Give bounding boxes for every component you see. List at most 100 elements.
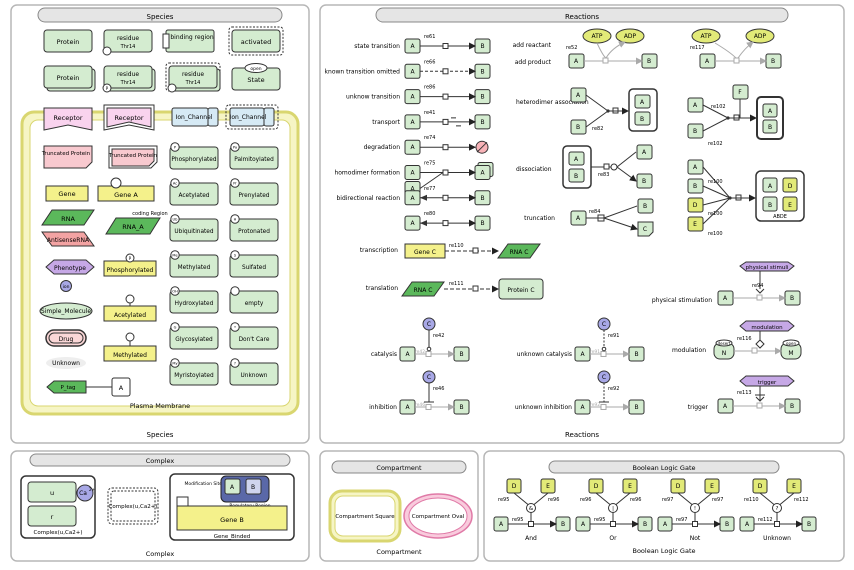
svg-text:re112: re112 [758, 517, 773, 523]
svg-text:Prenylated: Prenylated [238, 193, 269, 199]
modification-node[interactable] [169, 362, 219, 386]
svg-text:Gene C: Gene C [414, 249, 436, 256]
ion-node[interactable] [60, 280, 72, 292]
svg-text:A: A [574, 58, 579, 65]
ptag-target-label: A [119, 384, 124, 392]
dissoc-a[interactable] [636, 144, 653, 160]
trunc-b[interactable] [637, 198, 654, 214]
modification-node[interactable] [169, 290, 219, 314]
modification-site-icon [230, 322, 240, 332]
transcription-label: transcription [360, 247, 398, 254]
modulation-node[interactable] [739, 320, 795, 332]
svg-text:A: A [640, 99, 645, 106]
ptag-target-node[interactable] [111, 377, 131, 397]
atp-node-2[interactable] [691, 28, 721, 44]
modifier-reaction-label: unknown inhibition [515, 404, 572, 411]
svg-text:re84: re84 [589, 209, 600, 215]
residue-activated-node[interactable] [168, 65, 218, 89]
modification-node[interactable] [229, 254, 279, 278]
adp-node-1[interactable] [615, 28, 645, 44]
modification-grid: PPhosphorylatedPaPalmitoylatedAcAcetylat… [169, 142, 279, 386]
unknown-node[interactable] [46, 357, 86, 369]
modification-node[interactable] [169, 218, 219, 242]
gene-node[interactable] [45, 185, 89, 202]
atp-label-1: ATP [592, 33, 603, 40]
modification-site-icon [170, 322, 180, 332]
svg-text:B: B [574, 173, 578, 180]
trunc-c[interactable] [637, 221, 654, 237]
dissoc-b[interactable] [636, 173, 653, 189]
svg-text:re91: re91 [608, 333, 619, 339]
protein-node[interactable] [43, 29, 93, 53]
svg-text:Protonated: Protonated [238, 229, 270, 235]
svg-text:!: ! [694, 506, 696, 512]
reaction-label: homodimer formation [334, 170, 400, 177]
svg-text:Sulfated: Sulfated [242, 265, 266, 271]
protein-c-node[interactable] [498, 278, 544, 300]
svg-text:C: C [643, 226, 647, 233]
svg-text:A: A [580, 351, 585, 358]
svg-text:re117: re117 [690, 45, 705, 51]
rna-a-label: RNA_A [122, 223, 144, 231]
receptor-node[interactable] [43, 107, 93, 131]
rna-a-node[interactable] [105, 217, 161, 235]
trigger-node[interactable] [739, 375, 795, 387]
modifier-reaction-label: catalysis [371, 351, 397, 358]
svg-text:Palmitoylated: Palmitoylated [234, 157, 274, 163]
protein-multimer-node[interactable] [43, 65, 93, 89]
residue-node[interactable] [103, 29, 153, 53]
rna-node[interactable] [41, 209, 95, 226]
phenotype-node[interactable] [45, 259, 95, 275]
svg-text:D: D [512, 483, 517, 490]
svg-text:re96: re96 [580, 497, 591, 503]
truncated-label: Truncated Protein [41, 151, 91, 157]
physical-stimuli-node[interactable] [739, 261, 795, 272]
svg-text:re74: re74 [424, 135, 435, 141]
modification-node[interactable] [229, 326, 279, 350]
reaction-label: degradation [364, 144, 401, 151]
svg-text:B: B [634, 351, 638, 358]
simple-molecule-node[interactable] [39, 302, 93, 320]
drug-node[interactable] [45, 329, 87, 347]
svg-text:re100: re100 [708, 211, 723, 217]
rna-c-node-2[interactable] [401, 281, 445, 297]
svg-text:re92: re92 [608, 386, 619, 392]
svg-text:A: A [230, 484, 235, 491]
svg-text:re94: re94 [752, 283, 763, 289]
gene-b-node[interactable] [176, 505, 288, 531]
svg-text:My: My [172, 362, 178, 366]
modification-site-icon [230, 358, 240, 368]
receptor-active-node[interactable] [106, 107, 152, 128]
svg-text:B: B [807, 521, 811, 528]
svg-text:C: C [427, 374, 431, 381]
residue-multimer-node[interactable] [103, 65, 153, 89]
antisense-rna-node[interactable] [41, 231, 95, 247]
modifier-reaction-label: unknown catalysis [517, 351, 572, 358]
modification-site-icon [170, 286, 180, 296]
process-node [442, 93, 449, 100]
modification-node[interactable] [169, 182, 219, 206]
gene-a-node[interactable] [97, 185, 155, 202]
modification-node[interactable] [229, 182, 279, 206]
svg-text:re42: re42 [433, 333, 444, 339]
svg-text:B: B [647, 58, 651, 65]
svg-text:Modification Site: Modification Site [185, 481, 223, 487]
modification-node[interactable] [229, 362, 279, 386]
svg-text:A: A [410, 119, 415, 126]
activated-node[interactable] [231, 29, 281, 53]
modification-node[interactable] [169, 254, 219, 278]
ptag-node[interactable] [46, 380, 87, 394]
adp-node-2[interactable] [745, 28, 775, 44]
modification-node[interactable] [229, 218, 279, 242]
modification-node[interactable] [229, 290, 279, 314]
truncated-protein-node[interactable] [43, 145, 93, 169]
modification-site-icon [170, 250, 180, 260]
modification-node[interactable] [169, 326, 219, 350]
modification-node[interactable] [229, 146, 279, 170]
svg-text:B: B [634, 404, 638, 411]
rna-c-node[interactable] [497, 243, 541, 259]
truncated-active-node[interactable] [111, 148, 155, 167]
methylated-gene-label: Methylated [113, 352, 147, 359]
ca-ion-node[interactable] [76, 484, 94, 502]
modification-node[interactable] [169, 146, 219, 170]
